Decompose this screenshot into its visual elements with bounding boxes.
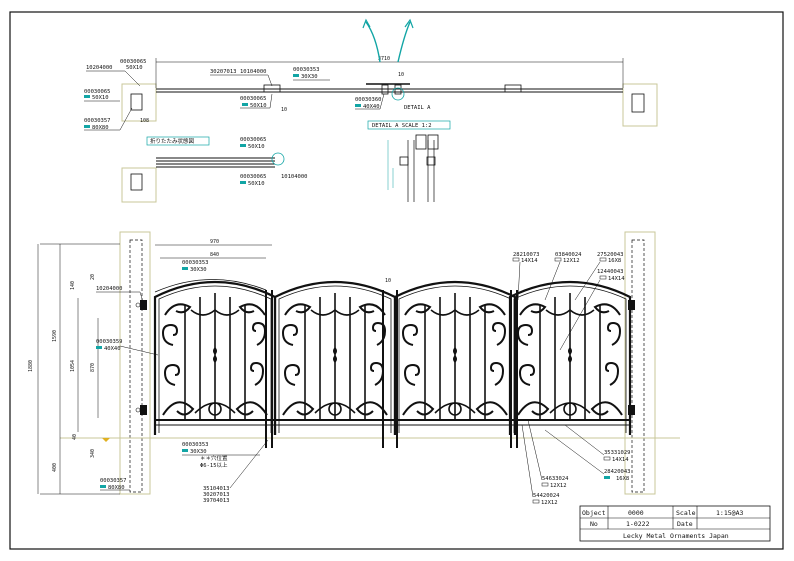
svg-text:30X30: 30X30 — [190, 449, 207, 455]
svg-text:00030353: 00030353 — [293, 67, 320, 73]
left-post-plan — [121, 83, 157, 122]
svg-text:14X14: 14X14 — [612, 457, 629, 463]
overall-width-dim: 3710 — [378, 56, 390, 62]
svg-text:40: 40 — [72, 434, 78, 440]
drawing-border — [9, 11, 784, 550]
svg-text:50X10: 50X10 — [126, 65, 143, 71]
svg-text:40X40: 40X40 — [104, 346, 121, 352]
svg-text:970: 970 — [210, 239, 219, 245]
svg-text:03840024: 03840024 — [555, 252, 582, 258]
svg-text:30207013: 30207013 — [210, 69, 237, 75]
elevation-view: 1880 1590 400 1054 140 870 20 340 40 970… — [28, 231, 680, 506]
detail-a — [387, 134, 439, 202]
svg-text:20: 20 — [90, 274, 96, 280]
svg-text:00030359: 00030359 — [96, 339, 123, 345]
svg-text:1590: 1590 — [52, 330, 58, 342]
svg-text:27520043: 27520043 — [597, 252, 624, 258]
svg-text:折りたたみ状態図: 折りたたみ状態図 — [150, 137, 195, 145]
svg-text:00030065: 00030065 — [240, 96, 267, 102]
svg-text:400: 400 — [52, 463, 58, 472]
svg-text:12X12: 12X12 — [550, 483, 567, 489]
svg-text:39704013: 39704013 — [203, 498, 230, 504]
svg-text:870: 870 — [90, 363, 96, 372]
left-post-elevation — [119, 231, 151, 495]
svg-text:10204000: 10204000 — [96, 286, 123, 292]
right-post-elevation — [624, 231, 656, 495]
svg-text:12440043: 12440043 — [597, 269, 624, 275]
svg-text:28420043: 28420043 — [604, 469, 631, 475]
svg-text:00030065: 00030065 — [120, 59, 147, 65]
svg-text:40X40: 40X40 — [363, 104, 380, 110]
svg-text:840: 840 — [210, 252, 219, 258]
svg-text:340: 340 — [90, 449, 96, 458]
svg-text:35104013: 35104013 — [203, 486, 230, 492]
title-block: Object 0000 Scale 1:15@A3 No 1-0222 Date… — [579, 505, 771, 542]
svg-text:10104000: 10104000 — [281, 174, 308, 180]
svg-text:00030357: 00030357 — [84, 118, 111, 124]
object-value: 0000 — [628, 509, 644, 517]
svg-text:80X80: 80X80 — [92, 125, 109, 131]
svg-text:00030065: 00030065 — [240, 174, 267, 180]
scale-value: 1:15@A3 — [716, 509, 743, 517]
svg-text:54633024: 54633024 — [542, 476, 569, 482]
svg-text:50X10: 50X10 — [248, 181, 265, 187]
svg-text:12X12: 12X12 — [563, 258, 580, 264]
svg-text:50X10: 50X10 — [250, 103, 267, 109]
date-label: Date — [677, 520, 693, 528]
svg-text:1880: 1880 — [28, 360, 34, 372]
svg-text:DETAIL A SCALE 1:2: DETAIL A SCALE 1:2 — [372, 123, 432, 129]
no-value: 1-0222 — [626, 520, 650, 528]
svg-text:30X30: 30X30 — [301, 74, 318, 80]
svg-text:30207013: 30207013 — [203, 492, 230, 498]
svg-text:16X8: 16X8 — [608, 258, 621, 264]
svg-text:00030065: 00030065 — [240, 137, 267, 143]
svg-text:10: 10 — [281, 107, 287, 113]
svg-text:54420024: 54420024 — [533, 493, 560, 499]
svg-text:10: 10 — [385, 278, 391, 284]
company-name: Lecky Metal Ornaments Japan — [623, 532, 729, 540]
svg-text:10: 10 — [398, 72, 404, 78]
svg-text:Φ6-15以上: Φ6-15以上 — [200, 461, 228, 469]
svg-text:＊＊穴位置: ＊＊穴位置 — [200, 454, 228, 462]
left-post-folded — [121, 167, 157, 203]
svg-text:DETAIL A: DETAIL A — [404, 105, 431, 111]
svg-text:14X14: 14X14 — [608, 276, 625, 282]
svg-text:00030360: 00030360 — [355, 97, 382, 103]
svg-text:14X14: 14X14 — [521, 258, 538, 264]
svg-text:108: 108 — [140, 118, 149, 124]
svg-text:35331029: 35331029 — [604, 450, 631, 456]
right-post-plan — [622, 83, 658, 127]
svg-text:10204000: 10204000 — [86, 65, 113, 71]
svg-text:28210073: 28210073 — [513, 252, 540, 258]
svg-text:10104000: 10104000 — [240, 69, 267, 75]
svg-text:00030353: 00030353 — [182, 442, 209, 448]
svg-text:00030353: 00030353 — [182, 260, 209, 266]
svg-text:30X30: 30X30 — [190, 267, 207, 273]
svg-text:00030357: 00030357 — [100, 478, 127, 484]
plan-view: 3710 10 10 108 00030065 50X10 10204000 0… — [84, 18, 658, 203]
svg-text:1054: 1054 — [70, 360, 76, 372]
svg-text:80X80: 80X80 — [108, 485, 125, 491]
object-label: Object — [582, 509, 606, 517]
no-label: No — [590, 520, 598, 528]
svg-text:12X12: 12X12 — [541, 500, 558, 506]
svg-text:50X10: 50X10 — [92, 95, 109, 101]
scale-label: Scale — [676, 509, 696, 517]
svg-text:00030065: 00030065 — [84, 89, 111, 95]
svg-text:140: 140 — [70, 281, 76, 290]
svg-text:16X8: 16X8 — [616, 476, 629, 482]
svg-text:50X10: 50X10 — [248, 144, 265, 150]
